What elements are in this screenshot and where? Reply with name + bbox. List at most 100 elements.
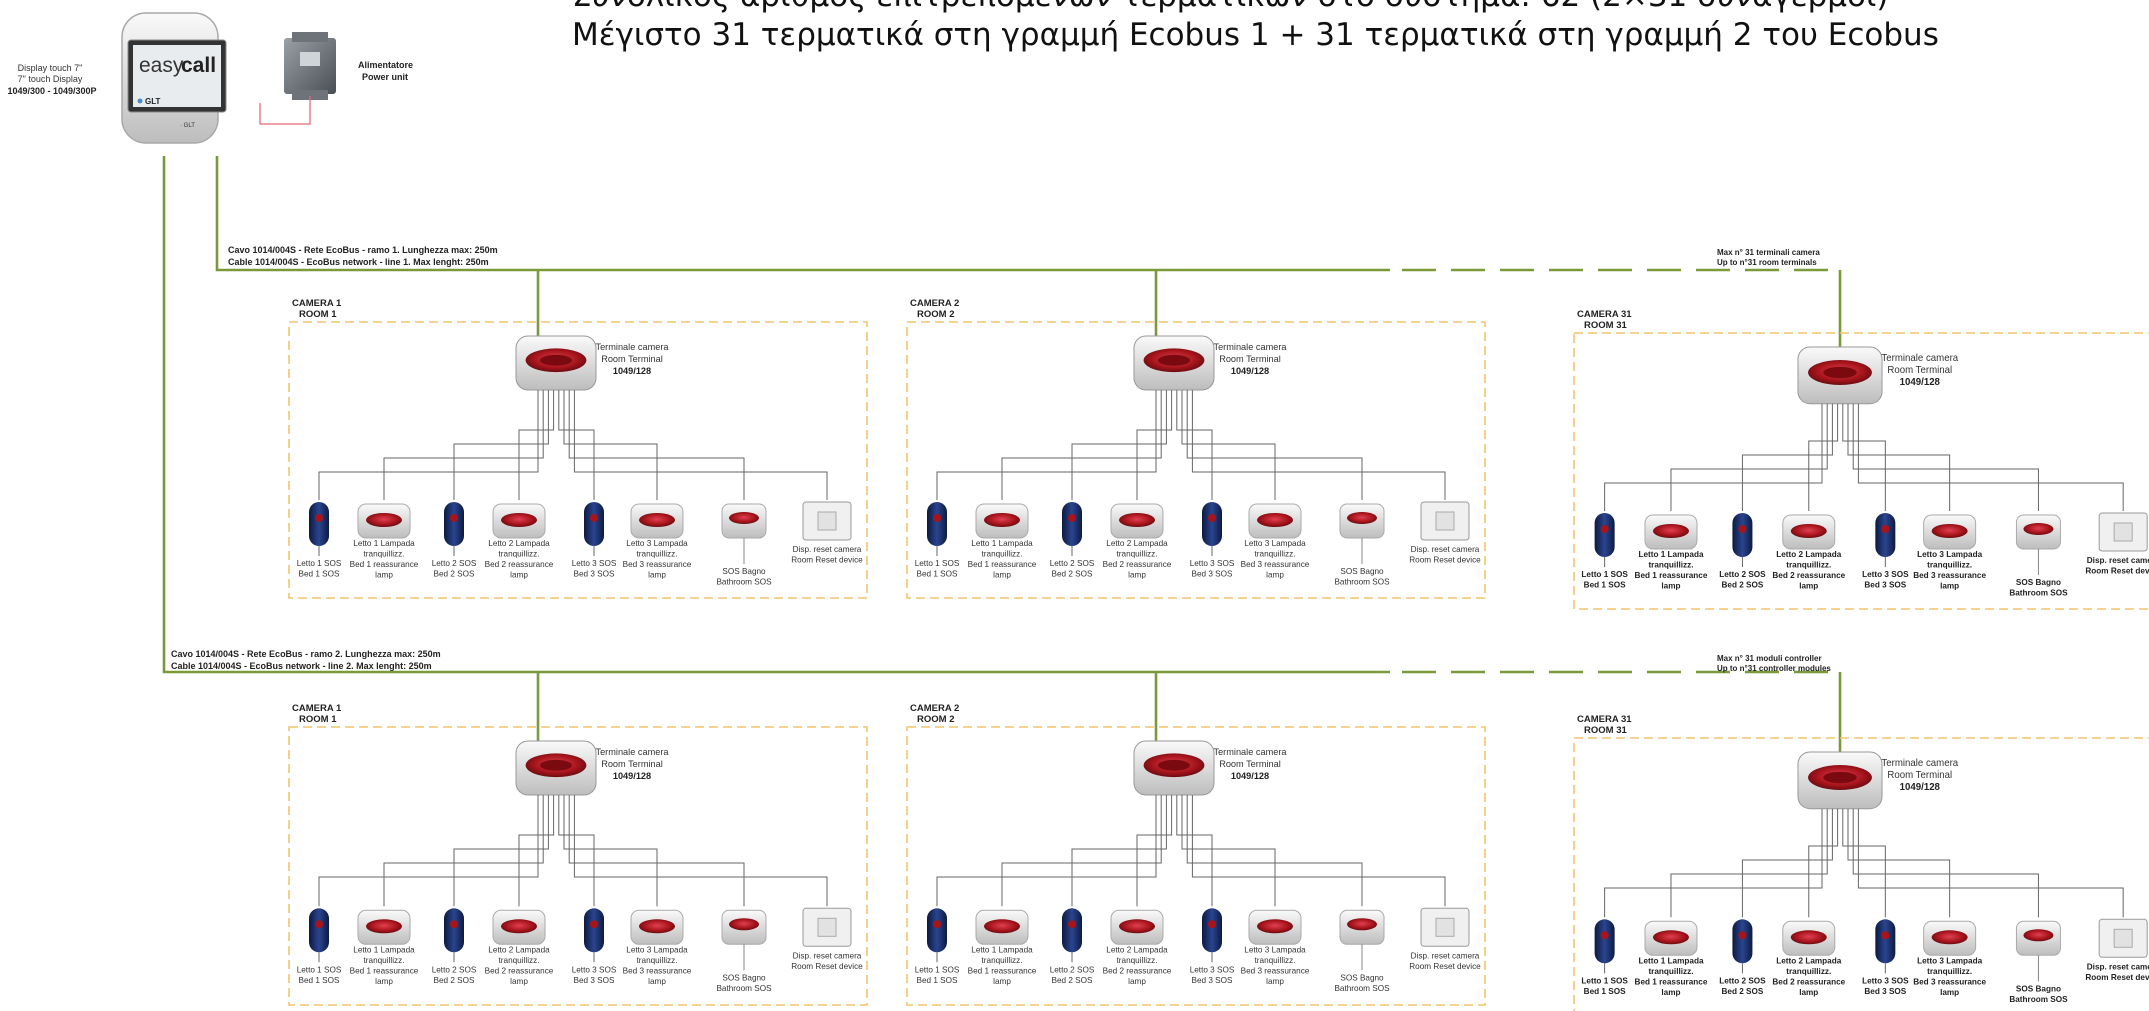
- sos-pushbutton-icon: [1062, 502, 1082, 546]
- brand-easy: easy: [139, 54, 184, 77]
- room-terminal-icon: [1797, 751, 1883, 810]
- terminal-code: 1049/128: [1231, 366, 1269, 376]
- device-label: Bed 2 SOS: [1052, 570, 1094, 579]
- device-label: Bed 2 reassurance: [485, 560, 554, 569]
- device-label: Letto 3 Lampada: [1917, 956, 1983, 965]
- room-camera-label: CAMERA 2: [910, 298, 959, 309]
- terminal-code: 1049/128: [613, 366, 651, 376]
- device-label: Disp. reset camera: [2087, 556, 2149, 565]
- device-label: Room Reset device: [1409, 962, 1481, 971]
- line2-cable-label-it: Cavo 1014/004S - Rete EcoBus - ramo 2. L…: [171, 649, 441, 659]
- terminal-label-it: Terminale camera: [595, 342, 669, 352]
- device-label: Disp. reset camera: [793, 545, 862, 554]
- room-terminal-icon: [1133, 740, 1215, 796]
- device-label: Letto 2 Lampada: [488, 945, 550, 954]
- device-label: Letto 1 SOS: [915, 559, 960, 568]
- device-label: lamp: [1128, 571, 1146, 580]
- device-label: Bed 1 reassurance: [1635, 571, 1708, 580]
- sos-pushbutton-icon: [927, 908, 947, 953]
- power-unit-icon: [284, 32, 336, 100]
- device-label: Letto 2 Lampada: [1776, 550, 1842, 559]
- device-label: SOS Bagno: [2016, 578, 2061, 587]
- display-code: 1049/300 - 1049/300P: [7, 86, 96, 96]
- sos-pushbutton-icon: [584, 908, 604, 953]
- line1-cable-label-it: Cavo 1014/004S - Rete EcoBus - ramo 1. L…: [228, 245, 498, 255]
- device-label: Bed 3 reassurance: [1913, 571, 1986, 580]
- device-label: Bed 3 SOS: [1192, 976, 1234, 985]
- device-label: lamp: [993, 571, 1011, 580]
- device-label: Bed 3 reassurance: [1241, 966, 1310, 975]
- room-room-label: ROOM 1: [299, 714, 337, 725]
- device-label: tranquillizz.: [499, 550, 540, 559]
- display-label-it: Display touch 7": [18, 63, 83, 73]
- room-boundary: [906, 321, 1486, 599]
- device-label: Room Reset device: [1409, 556, 1481, 565]
- device-label: Letto 1 SOS: [1581, 570, 1628, 579]
- device-label: Bed 1 SOS: [299, 570, 341, 579]
- device-label: Bed 3 reassurance: [1913, 977, 1986, 986]
- device-label: tranquillizz.: [1927, 561, 1972, 570]
- device-label: tranquillizz.: [1648, 967, 1693, 976]
- device-label: Disp. reset camera: [1411, 951, 1480, 960]
- terminal-label-en: Room Terminal: [601, 354, 663, 364]
- device-label: Bathroom SOS: [2009, 589, 2068, 598]
- sos-pushbutton-icon: [309, 502, 329, 546]
- room-room-label: ROOM 1: [299, 309, 337, 320]
- device-label: Letto 1 SOS: [297, 559, 342, 568]
- device-label: SOS Bagno: [722, 973, 766, 982]
- device-label: lamp: [1661, 988, 1680, 997]
- device-label: Bed 1 reassurance: [350, 966, 419, 975]
- device-label: Bed 3 SOS: [1864, 581, 1906, 590]
- ecobus-dashed-continuation: [1402, 268, 1838, 674]
- terminal-label-it: Terminale camera: [595, 747, 669, 757]
- device-wiring: [936, 795, 1446, 907]
- sos-pushbutton-icon: [1875, 919, 1896, 964]
- device-wiring: [1604, 403, 2124, 511]
- terminal-label-it: Terminale camera: [1881, 353, 1958, 364]
- device-label: Bed 3 SOS: [574, 570, 616, 579]
- device-wiring: [936, 390, 1446, 500]
- room-room-label: ROOM 2: [917, 714, 954, 725]
- device-label: tranquillizz.: [499, 956, 540, 965]
- device-label: Bed 2 SOS: [434, 570, 476, 579]
- device-label: Bed 3 reassurance: [623, 560, 692, 569]
- device-label: Bed 1 reassurance: [350, 560, 419, 569]
- device-label: Letto 2 SOS: [1719, 976, 1766, 985]
- device-label: Letto 2 SOS: [1050, 965, 1095, 974]
- device-label: Room Reset device: [2085, 567, 2149, 576]
- sos-pushbutton-icon: [1062, 908, 1082, 953]
- device-label: SOS Bagno: [722, 567, 766, 576]
- device-label: Bed 2 SOS: [434, 976, 476, 985]
- device-label: SOS Bagno: [1340, 567, 1384, 576]
- device-label: Bed 2 reassurance: [1772, 977, 1845, 986]
- device-label: tranquillizz.: [364, 956, 405, 965]
- device-wiring: [1604, 808, 2124, 918]
- device-label: lamp: [1799, 988, 1818, 997]
- device-label: Letto 2 SOS: [1050, 559, 1095, 568]
- terminal-label-en: Room Terminal: [1219, 759, 1281, 769]
- device-label: Bathroom SOS: [716, 984, 772, 993]
- device-label: lamp: [1940, 988, 1959, 997]
- device-label: Bed 2 reassurance: [1103, 966, 1172, 975]
- room-terminal-icon: [1797, 346, 1883, 405]
